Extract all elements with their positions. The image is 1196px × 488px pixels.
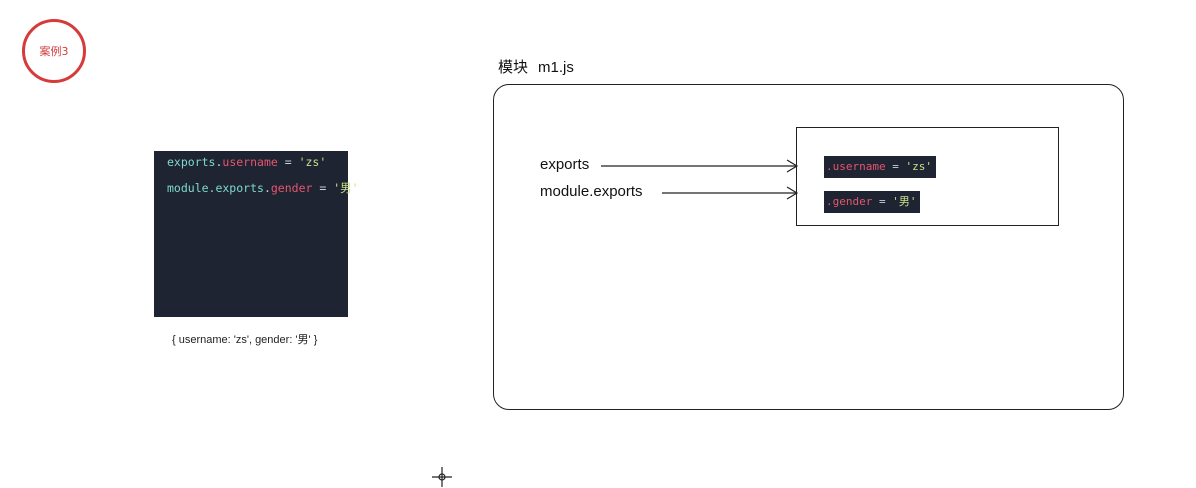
code-value: 'zs' [298, 155, 327, 169]
gender-property-chip: .gender = '男' [824, 191, 921, 213]
code-object: module.exports [167, 181, 264, 195]
result-object-text: { username: 'zs', gender: '男' } [172, 334, 318, 346]
module-box [493, 84, 1124, 410]
module-title-label: 模块 [498, 59, 529, 76]
exports-label: exports [540, 156, 590, 173]
code-property: username [222, 155, 278, 169]
chip-operator: = [872, 195, 893, 208]
case-badge: 案例3 [22, 19, 86, 83]
case-badge-label: 案例3 [39, 45, 69, 58]
code-property: gender [270, 181, 313, 195]
code-line-exports: exports.username = 'zs' [167, 152, 348, 178]
chip-value: 'zs' [905, 160, 932, 173]
chip-property: .username [826, 160, 886, 173]
code-line-module-exports: module.exports.gender = '男' [167, 178, 359, 204]
code-value: '男' [333, 181, 359, 195]
code-object: exports [167, 155, 216, 169]
username-property-chip: .username = 'zs' [824, 156, 936, 178]
module-title: 模块 m1.js [498, 56, 574, 77]
code-operator: = [312, 181, 334, 195]
module-exports-label: module.exports [540, 183, 643, 200]
chip-value: '男' [892, 195, 917, 208]
code-dot: . [215, 155, 223, 169]
crosshair-cursor-icon [432, 467, 452, 487]
exports-object-box [796, 127, 1059, 226]
chip-property: .gender [826, 195, 873, 208]
code-dot: . [263, 181, 271, 195]
chip-operator: = [885, 160, 906, 173]
code-panel: exports.username = 'zs' module.exports.g… [154, 151, 359, 317]
code-operator: = [277, 155, 299, 169]
module-filename: m1.js [538, 59, 574, 76]
